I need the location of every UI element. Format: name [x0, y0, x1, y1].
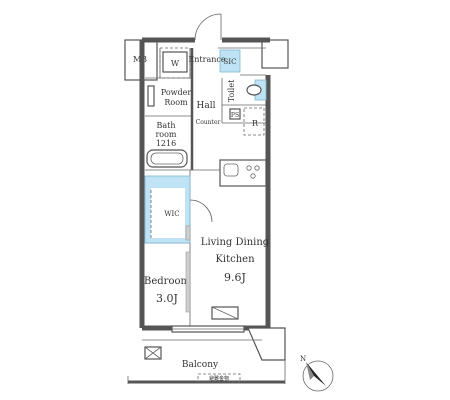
balcony: Balcony 避難金物 [127, 339, 286, 384]
wic-label: WIC [164, 210, 179, 218]
r-label: R [252, 119, 259, 128]
balcony-label: Balcony [182, 360, 219, 370]
ldk-room: Living Dining Kitchen 9.6J [201, 237, 270, 320]
wic-storage: WIC [144, 175, 213, 244]
sic-storage: SIC [219, 49, 241, 73]
powder-room-label-2: Room [164, 98, 188, 107]
hall-label: Hall [197, 101, 216, 111]
powder-room-label-1: Powder [161, 88, 192, 97]
washer-space: W [159, 47, 191, 79]
compass-n: N [300, 355, 306, 363]
ldk-label-1: Living Dining [201, 237, 270, 248]
north-arrow-icon: N [300, 355, 334, 392]
bath-label-1: Bath [156, 121, 175, 130]
toilet-label: Toilet [227, 79, 236, 102]
ps-label: PS [231, 112, 239, 119]
balcony-windows [171, 325, 245, 333]
ldk-size: 9.6J [224, 271, 246, 284]
counter-label: Counter [196, 119, 221, 126]
ldk-label-2: Kitchen [215, 254, 255, 265]
column-bottom-right [247, 327, 286, 361]
bath-room: Bath room 1216 [146, 121, 188, 168]
ps-r-area: PS R [229, 107, 265, 136]
bath-label-2: room [155, 130, 176, 139]
bedroom-label: Bedroom [144, 276, 190, 287]
toilet-room: Toilet [227, 79, 267, 102]
powder-room: Powder Room [147, 85, 192, 107]
entrance-door [194, 13, 222, 41]
bath-label-3: 1216 [156, 139, 176, 148]
bedroom: Bedroom 3.0J [144, 251, 190, 313]
balcony-note: 避難金物 [209, 375, 229, 382]
kitchen-counter [219, 159, 267, 187]
bedroom-size: 3.0J [156, 292, 178, 305]
right-column [261, 39, 289, 69]
entrance-label: Entrance [188, 55, 225, 64]
washer-label: W [171, 59, 180, 68]
sic-label: SIC [224, 58, 237, 66]
